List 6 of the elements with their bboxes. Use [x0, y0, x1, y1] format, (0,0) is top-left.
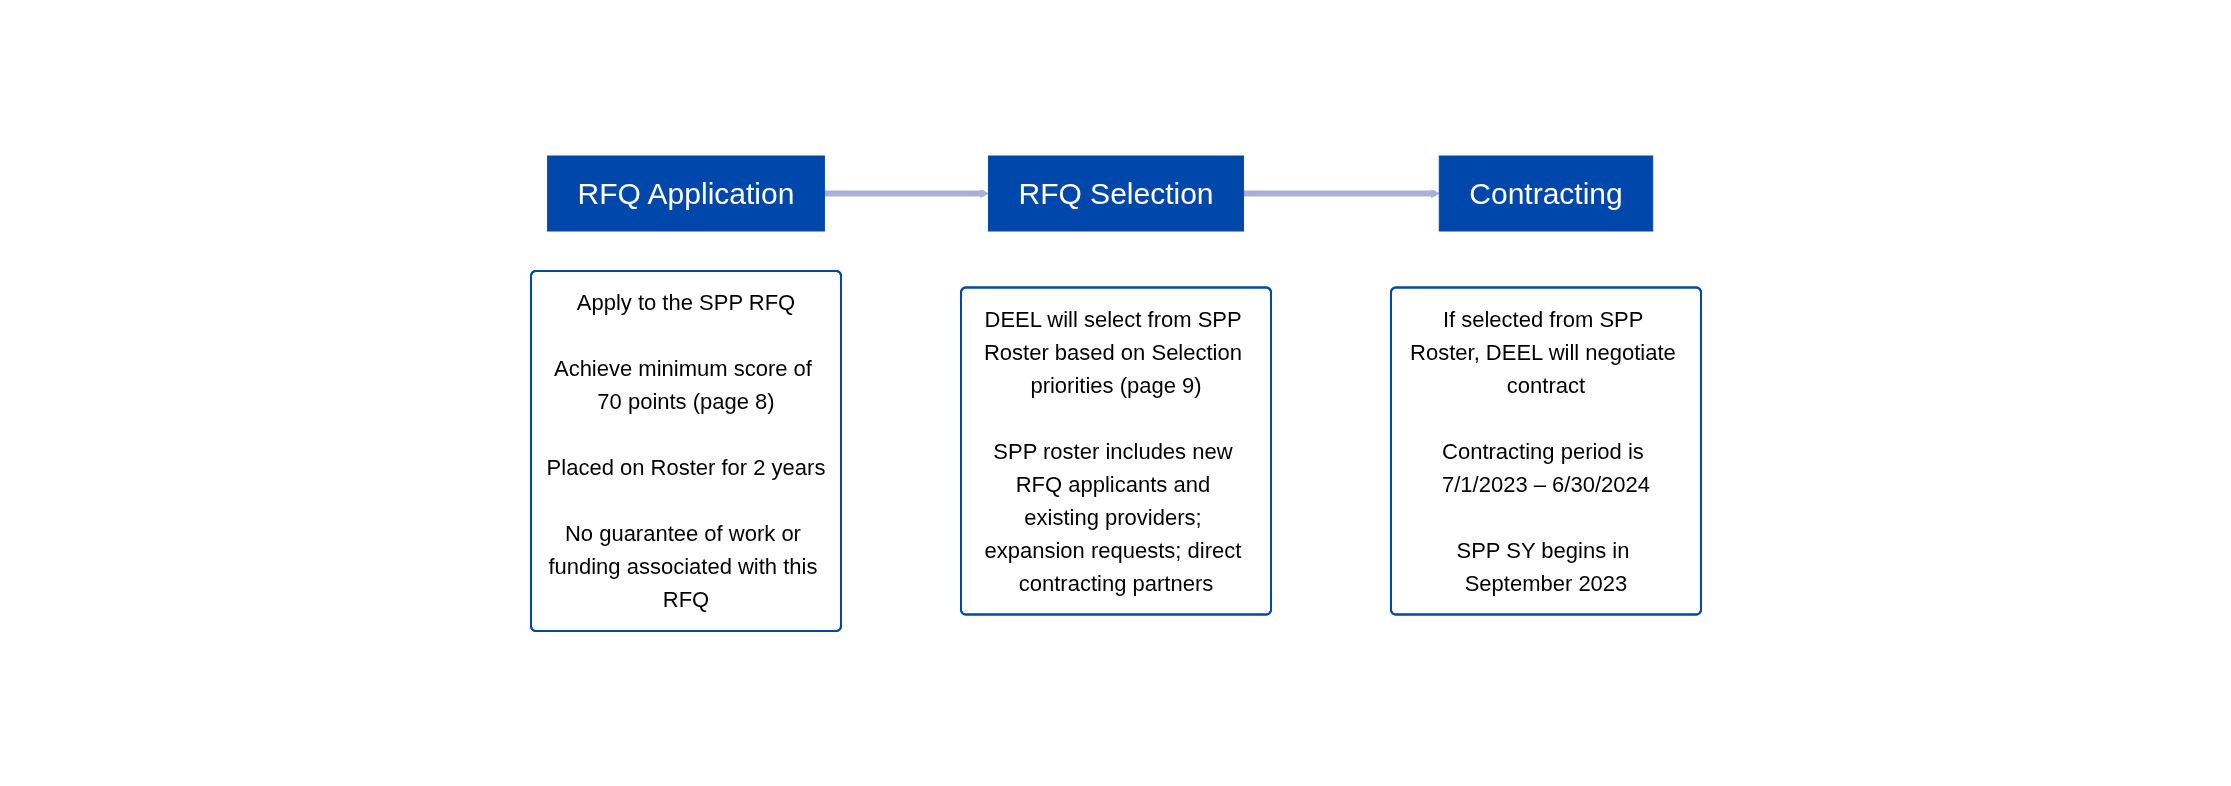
- node-box: RFQ Application: [546, 155, 825, 231]
- node-box: RFQ Selection: [987, 155, 1244, 231]
- node-text: Apply to the SPP RFQ Achieve minimum score of 70 points (page 8) Placed on Roster for 2 years No guarantee of work or funding associated with this RFQ: [546, 289, 825, 612]
- arrow: [823, 188, 989, 198]
- arrow: [1243, 188, 1440, 198]
- node-box: Contracting: [1438, 155, 1653, 231]
